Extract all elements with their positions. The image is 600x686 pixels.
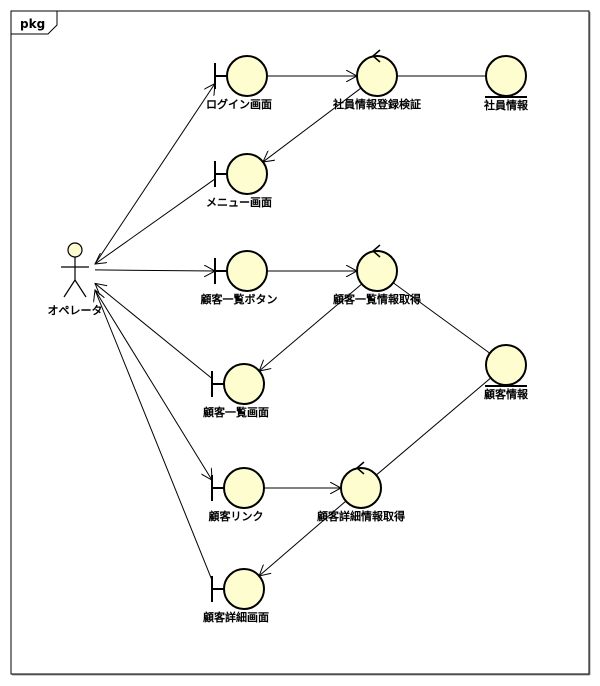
entity-label: 社員情報 — [483, 98, 529, 112]
connection-customer-list-screen-to-operator — [95, 283, 213, 379]
boundary-label: 顧客詳細画面 — [203, 610, 269, 624]
control-icon — [356, 244, 398, 292]
control-icon — [356, 49, 398, 97]
actor-operator[interactable]: オペレータ — [48, 242, 103, 317]
control-label: 顧客詳細情報取得 — [317, 509, 405, 523]
connection-operator-to-customer-link — [94, 289, 212, 480]
package-label: pkg — [20, 17, 45, 31]
package-frame: pkg — [10, 10, 591, 676]
actor-label: オペレータ — [48, 304, 103, 317]
boundary-label: 顧客リンク — [209, 509, 264, 523]
entity-icon — [485, 344, 527, 387]
entity-label: 顧客情報 — [484, 387, 529, 401]
boundary-customer-link[interactable]: 顧客リンク — [209, 467, 265, 523]
package-tab — [11, 11, 58, 35]
actor-stick-figure-icon — [61, 242, 89, 298]
elements-layer: オペレータ ログイン画面メニュー画面顧客一覧ボタン顧客一覧画面顧客リンク顧客詳細画… — [48, 49, 529, 624]
boundary-customer-detail-screen[interactable]: 顧客詳細画面 — [203, 568, 269, 624]
entity-employee-info[interactable]: 社員情報 — [483, 55, 529, 112]
control-customer-list-fetch[interactable]: 顧客一覧情報取得 — [333, 244, 421, 306]
connection-customer-list-fetch-to-customer-info — [392, 282, 491, 354]
boundary-icon — [211, 467, 265, 509]
boundary-menu-screen[interactable]: メニュー画面 — [206, 153, 272, 209]
control-label: 社員情報登録検証 — [332, 97, 421, 111]
control-icon — [340, 461, 382, 509]
connection-menu-screen-to-operator — [95, 178, 216, 264]
connection-customer-detail-fetch-to-customer-detail-screen — [259, 500, 347, 576]
boundary-icon — [214, 153, 268, 195]
boundary-icon — [211, 568, 265, 610]
boundary-icon — [214, 55, 268, 97]
boundary-icon — [211, 363, 265, 405]
control-employee-info-verify[interactable]: 社員情報登録検証 — [332, 49, 421, 111]
boundary-label: 顧客一覧画面 — [203, 405, 269, 419]
boundary-icon — [214, 250, 268, 292]
entity-customer-info[interactable]: 顧客情報 — [484, 344, 529, 401]
boundary-label: メニュー画面 — [206, 196, 272, 209]
control-customer-detail-fetch[interactable]: 顧客詳細情報取得 — [317, 461, 405, 523]
connection-operator-to-customer-list-button — [94, 270, 215, 271]
boundary-label: 顧客一覧ボタン — [201, 292, 278, 306]
connections-layer — [94, 76, 492, 581]
connection-customer-list-fetch-to-customer-list-screen — [259, 283, 363, 371]
boundary-label: ログイン画面 — [206, 97, 272, 111]
connection-employee-info-verify-to-menu-screen — [263, 87, 362, 162]
boundary-customer-list-button[interactable]: 顧客一覧ボタン — [201, 250, 278, 306]
boundary-login-screen[interactable]: ログイン画面 — [206, 55, 272, 111]
connection-customer-detail-fetch-to-customer-info — [375, 377, 492, 476]
boundary-customer-list-screen[interactable]: 顧客一覧画面 — [203, 363, 269, 419]
connection-operator-to-login-screen — [94, 84, 215, 265]
entity-icon — [485, 55, 527, 98]
connection-customer-detail-screen-to-operator — [95, 290, 213, 581]
control-label: 顧客一覧情報取得 — [333, 292, 421, 306]
